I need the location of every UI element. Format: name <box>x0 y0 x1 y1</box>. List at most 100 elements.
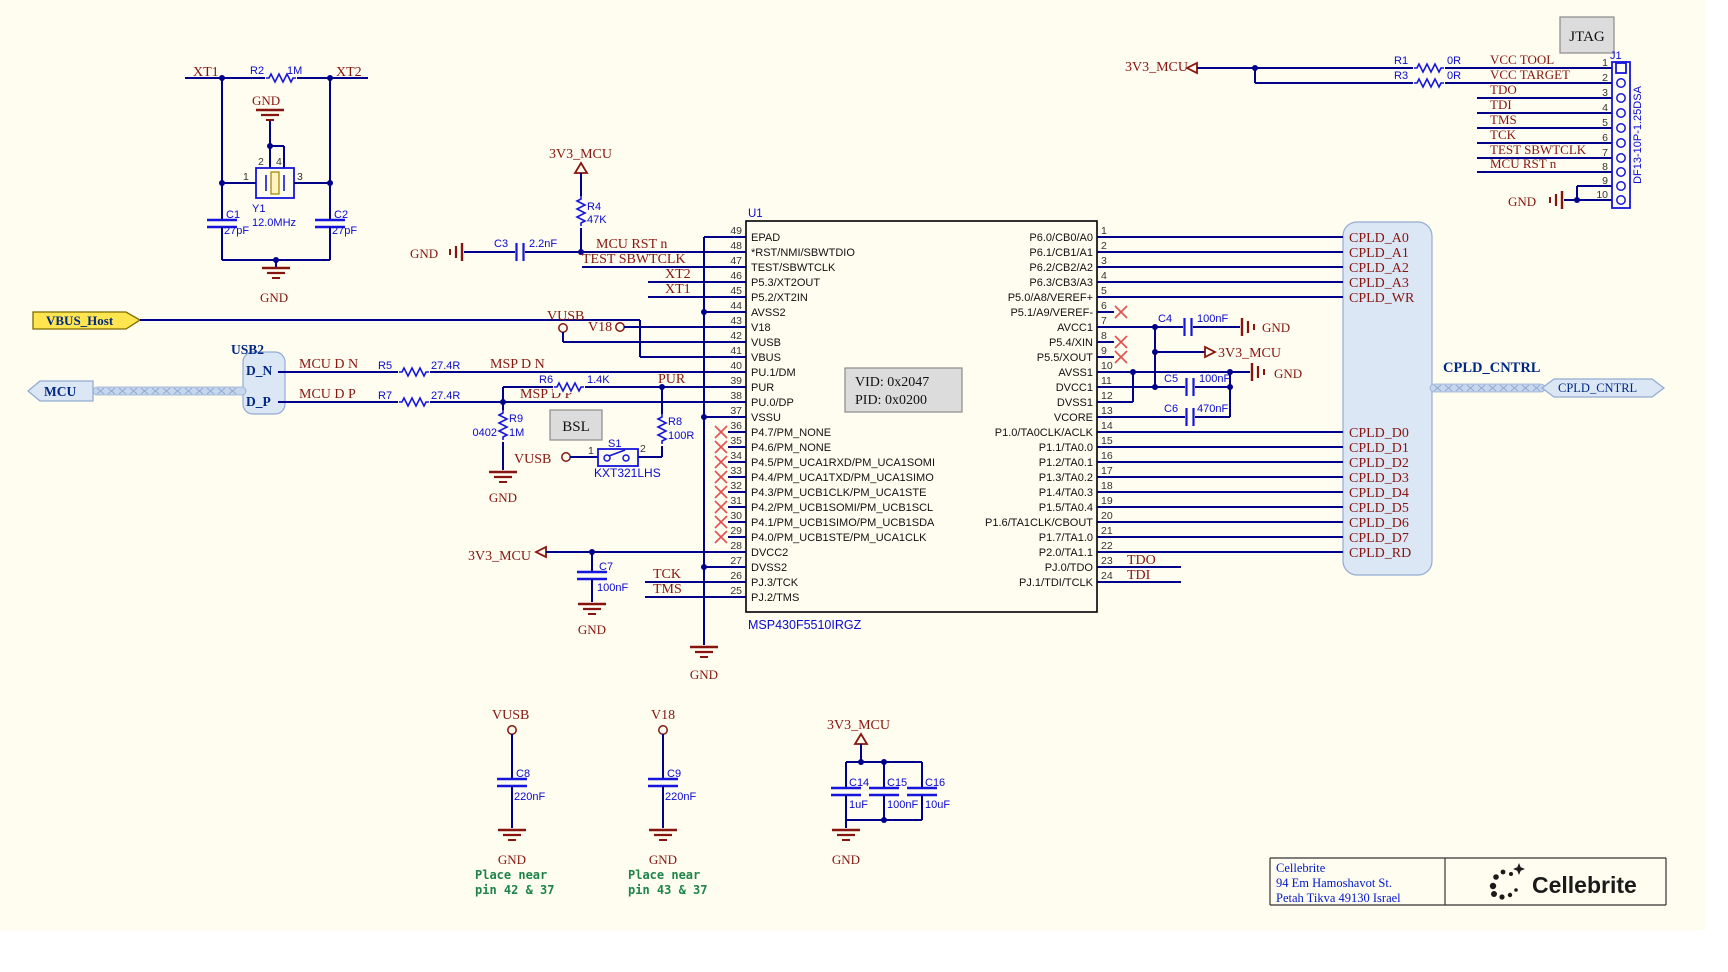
jtag-pin-circle[interactable] <box>1616 181 1626 191</box>
label[interactable]: V18 <box>588 320 612 335</box>
label[interactable]: CPLD_D7 <box>1349 531 1409 546</box>
label[interactable]: CPLD_WR <box>1349 291 1415 306</box>
no-connect-x-icon[interactable] <box>1114 350 1128 364</box>
label[interactable]: CPLD_A1 <box>1349 246 1409 261</box>
label[interactable]: MCU D N <box>299 357 358 372</box>
resistor-R8[interactable] <box>656 414 668 444</box>
cpld-harness-cable[interactable] <box>1429 383 1546 393</box>
label[interactable]: GND <box>1274 366 1302 381</box>
jtag-pin1-square[interactable] <box>1615 62 1627 74</box>
no-connect-x-icon[interactable] <box>1114 335 1128 349</box>
jtag-connector-J1[interactable] <box>1611 61 1631 209</box>
label[interactable]: D_P <box>246 394 271 409</box>
label[interactable]: GND <box>690 667 718 682</box>
resistor-R6[interactable] <box>554 381 584 393</box>
net-label-xt2[interactable]: XT2 <box>336 65 362 80</box>
vid-pid-note-box[interactable] <box>844 367 963 413</box>
label[interactable]: CPLD_D2 <box>1349 456 1409 471</box>
label[interactable]: TDI <box>1127 568 1151 583</box>
usb2-harness-entry[interactable] <box>242 351 286 415</box>
label[interactable]: VCC TOOL <box>1490 52 1554 67</box>
label[interactable]: GND <box>832 852 860 867</box>
resistor-R1[interactable] <box>1414 62 1444 74</box>
jtag-pin-circle[interactable] <box>1616 108 1626 118</box>
label[interactable]: TCK <box>653 567 681 582</box>
jtag-pin-circle[interactable] <box>1616 153 1626 163</box>
jtag-pin-circle[interactable] <box>1616 167 1626 177</box>
resistor-R3[interactable] <box>1414 77 1444 89</box>
label[interactable]: TMS <box>1490 112 1517 127</box>
bsl-note-box[interactable] <box>549 409 603 441</box>
label[interactable]: TDO <box>1490 82 1517 97</box>
resistor-R9[interactable] <box>497 410 509 440</box>
net-label-cpld-a0[interactable]: CPLD_A0 <box>1349 231 1409 246</box>
label[interactable]: PUR <box>658 372 686 387</box>
label[interactable]: GND <box>252 93 280 108</box>
jtag-pin-circle[interactable] <box>1616 123 1626 133</box>
jtag-pin-circle[interactable] <box>1616 93 1626 103</box>
crystal-element[interactable] <box>270 171 280 195</box>
no-connect-x-icon[interactable] <box>714 455 728 469</box>
label[interactable]: CPLD_RD <box>1349 546 1411 561</box>
power-label-3v3[interactable]: 3V3_MCU <box>549 147 612 162</box>
resistor-R2[interactable] <box>266 72 296 84</box>
jtag-note-box[interactable] <box>1559 16 1615 54</box>
label[interactable]: GND <box>260 290 288 305</box>
no-connect-x-icon[interactable] <box>714 500 728 514</box>
switch-S1[interactable] <box>597 448 639 467</box>
jtag-pin-circle[interactable] <box>1616 78 1626 88</box>
label[interactable]: GND <box>649 852 677 867</box>
label[interactable]: TMS <box>653 582 682 597</box>
vbus-host-port[interactable] <box>32 311 142 330</box>
label[interactable]: D_N <box>246 363 272 378</box>
label[interactable]: MCU D P <box>299 387 356 402</box>
jtag-pin-circle[interactable] <box>1616 138 1626 148</box>
no-connect-x-icon[interactable] <box>714 425 728 439</box>
label[interactable]: TEST SBWTCLK <box>1490 142 1587 157</box>
label[interactable]: CPLD_A2 <box>1349 261 1409 276</box>
label[interactable]: VUSB <box>492 708 529 723</box>
label[interactable]: 3V3_MCU <box>827 718 890 733</box>
resistor-R4[interactable] <box>575 196 587 226</box>
label[interactable]: XT2 <box>665 267 691 282</box>
label[interactable]: VCC TARGET <box>1490 67 1570 82</box>
label[interactable]: GND <box>578 622 606 637</box>
net-port-circle[interactable] <box>622 454 630 462</box>
no-connect-x-icon[interactable] <box>714 440 728 454</box>
label[interactable]: V18 <box>651 708 675 723</box>
label[interactable]: TCK <box>1490 127 1517 142</box>
port-label-cpld-cntrl[interactable]: CPLD_CNTRL <box>1558 381 1637 395</box>
label[interactable]: MCU RST n <box>1490 156 1557 171</box>
net-port-circle[interactable] <box>603 454 611 462</box>
label[interactable]: GND <box>1262 320 1290 335</box>
label[interactable]: 3V3_MCU <box>1125 60 1188 75</box>
label[interactable]: GND <box>489 490 517 505</box>
no-connect-x-icon[interactable] <box>714 485 728 499</box>
resistor-R5[interactable] <box>399 366 429 378</box>
label[interactable]: XT1 <box>665 282 691 297</box>
cpld-cntrl-port[interactable] <box>1540 378 1666 398</box>
harness-label-usb2[interactable]: USB2 <box>231 342 264 357</box>
label[interactable]: GND <box>498 852 526 867</box>
port-label-vbus-host[interactable]: VBUS_Host <box>46 313 114 328</box>
resistor-R7[interactable] <box>399 396 429 408</box>
label[interactable]: VUSB <box>514 452 551 467</box>
power-3v3-avcc[interactable] <box>1204 345 1218 359</box>
no-connect-x-icon[interactable] <box>1114 305 1128 319</box>
label[interactable]: 3V3_MCU <box>468 549 531 564</box>
label[interactable]: CPLD_D4 <box>1349 486 1409 501</box>
label[interactable]: CPLD_D1 <box>1349 441 1409 456</box>
label[interactable]: CPLD_A3 <box>1349 276 1409 291</box>
mcu-part-number[interactable]: MSP430F5510IRGZ <box>748 618 862 632</box>
net-label-mcu-rst[interactable]: MCU RST n <box>596 237 667 252</box>
label[interactable]: MSP D N <box>490 357 545 372</box>
label[interactable]: CPLD_D3 <box>1349 471 1409 486</box>
label[interactable]: VUSB <box>547 309 584 324</box>
label[interactable]: TDI <box>1490 97 1512 112</box>
no-connect-x-icon[interactable] <box>714 530 728 544</box>
label[interactable]: 3V3_MCU <box>1218 346 1281 361</box>
no-connect-x-icon[interactable] <box>714 470 728 484</box>
harness-label-cpld-cntrl[interactable]: CPLD_CNTRL <box>1443 360 1541 376</box>
jtag-pin-circle[interactable] <box>1616 195 1626 205</box>
mcu-harness-port[interactable] <box>26 380 94 402</box>
